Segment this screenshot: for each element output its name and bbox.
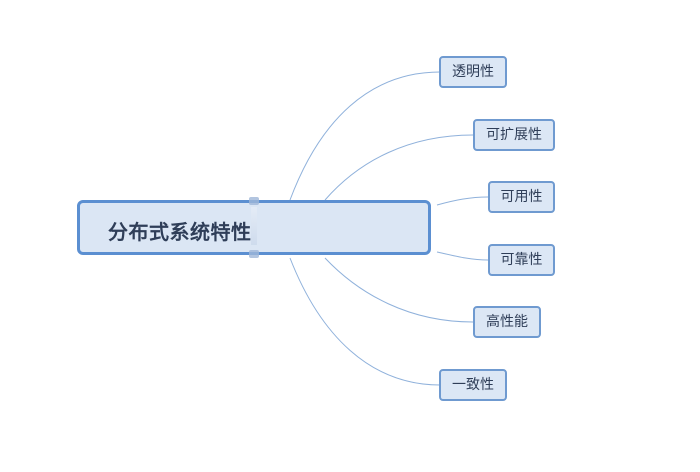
subtopic-scalability[interactable]: 可扩展性 (473, 119, 555, 151)
connector-line (324, 134, 474, 201)
subtopic-label: 高性能 (486, 314, 528, 330)
subtopic-label: 可用性 (500, 189, 543, 205)
resize-handle-top[interactable] (249, 197, 259, 205)
connector-line (289, 71, 441, 201)
subtopic-transparency[interactable]: 透明性 (439, 56, 507, 88)
resize-handle-bottom[interactable] (249, 250, 259, 258)
connector-line (436, 196, 489, 206)
subtopic-label: 透明性 (452, 64, 494, 80)
central-topic-label: 分布式系统特性 (108, 220, 252, 244)
resize-handle-bar (251, 207, 257, 245)
subtopic-high-performance[interactable]: 高性能 (473, 306, 541, 338)
central-topic[interactable]: 分布式系统特性 (77, 197, 431, 258)
subtopic-label: 可扩展性 (486, 127, 542, 143)
subtopic-label: 可靠性 (500, 252, 543, 268)
connector-line (436, 251, 489, 261)
connector-line (289, 257, 441, 386)
subtopic-consistency[interactable]: 一致性 (439, 369, 507, 401)
subtopic-reliability[interactable]: 可靠性 (488, 244, 555, 276)
subtopic-availability[interactable]: 可用性 (488, 181, 555, 213)
connector-line (324, 257, 474, 323)
subtopic-label: 一致性 (452, 377, 494, 393)
